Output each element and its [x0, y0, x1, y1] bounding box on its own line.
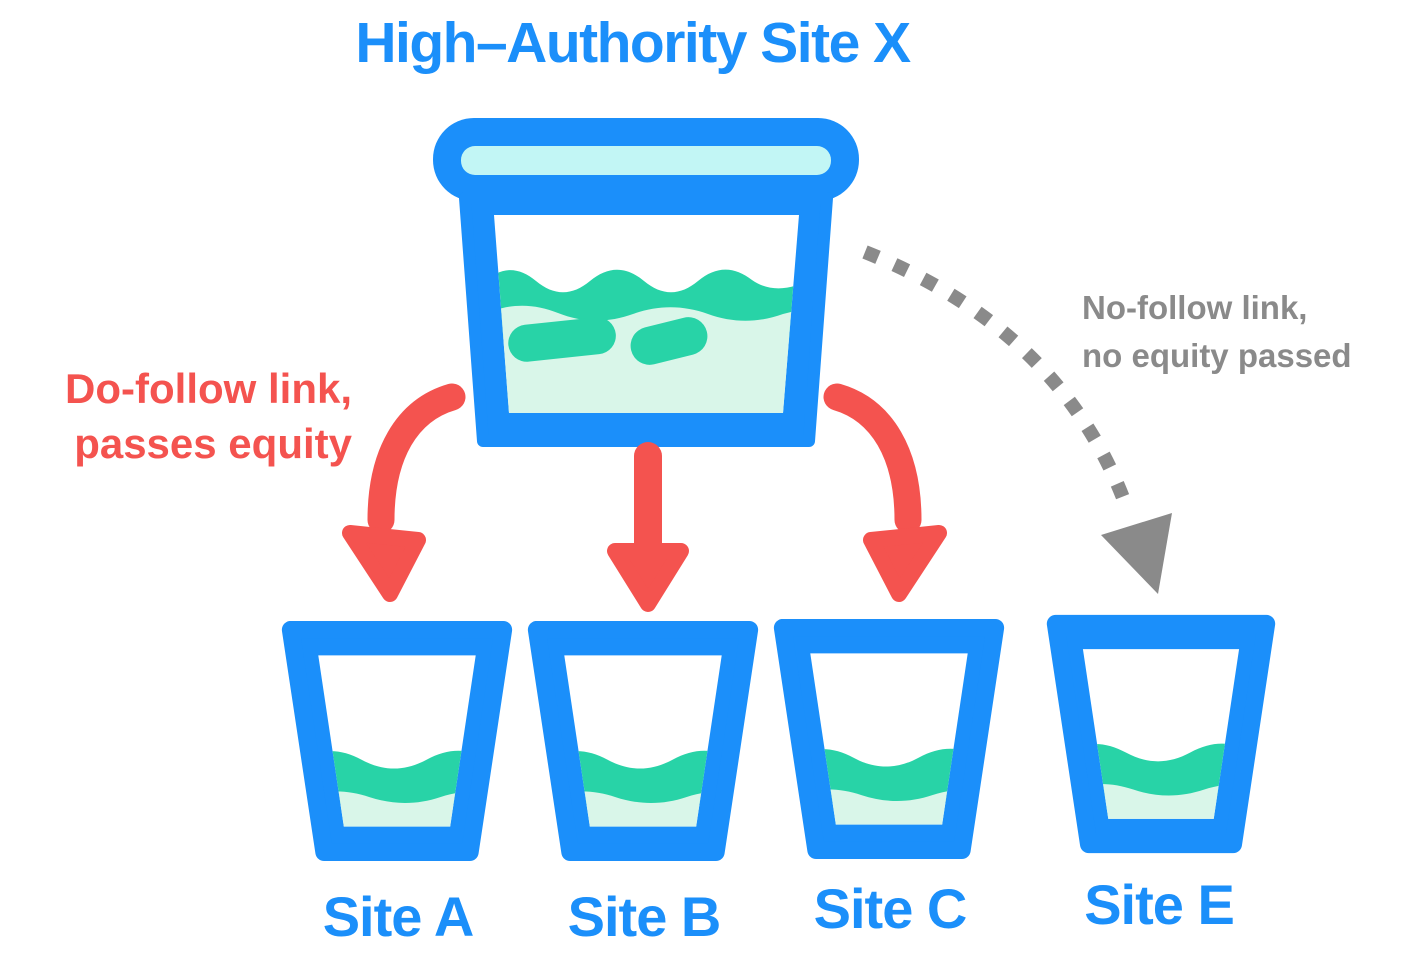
site-e-label: Site E	[1084, 873, 1235, 936]
site-a-bucket-icon	[278, 618, 516, 864]
bucket-lid-highlight	[461, 146, 831, 175]
site-b-label: Site B	[567, 885, 722, 948]
dofollow-arrow-middle-icon	[607, 442, 689, 612]
diagram-title: High–Authority Site X	[355, 11, 911, 75]
site-a-label: Site A	[322, 885, 475, 948]
site-c-bucket-icon	[770, 616, 1008, 862]
dofollow-arrow-right-icon	[823, 383, 947, 602]
bucket-water	[494, 269, 799, 413]
dofollow-annotation-line1: Do-follow link,	[65, 365, 352, 412]
dofollow-annotation-line2: passes equity	[74, 419, 352, 467]
site-b-bucket-icon	[524, 618, 762, 864]
site-e-bucket-icon	[1038, 612, 1284, 856]
nofollow-annotation: No-follow link, no equity passed	[1082, 284, 1406, 380]
nofollow-dashed-arrow-icon	[862, 245, 1172, 594]
dofollow-annotation: Do-follow link, passes equity	[38, 362, 352, 471]
source-bucket-icon	[433, 118, 859, 447]
nofollow-annotation-line1: No-follow link,	[1082, 289, 1308, 326]
nofollow-annotation-line2: no equity passed	[1082, 337, 1352, 375]
site-c-label: Site C	[813, 877, 968, 940]
dofollow-arrow-left-icon	[342, 383, 466, 602]
